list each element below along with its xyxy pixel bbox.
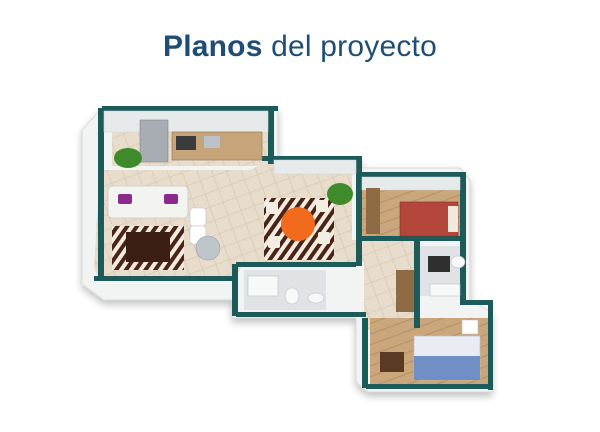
armchair-icon: [189, 207, 207, 227]
fridge-icon: [139, 119, 169, 163]
cushion-icon: [164, 194, 178, 204]
plant-icon: [114, 148, 142, 168]
shower-icon: [247, 275, 279, 297]
title-bold: Planos: [163, 30, 263, 63]
chair-icon: [318, 232, 330, 244]
sink-icon: [450, 255, 466, 269]
sink-icon: [307, 292, 325, 304]
cabinet-icon: [428, 256, 450, 272]
cushion-icon: [118, 194, 132, 204]
pillow-icon: [448, 206, 458, 232]
stove-icon: [176, 136, 196, 150]
coffee-table: [126, 232, 170, 262]
side-table-icon: [195, 235, 221, 261]
page-title: Planos del proyecto: [0, 30, 600, 64]
kitchen: [139, 119, 263, 163]
chair-icon: [316, 200, 328, 212]
bathroom-2: [428, 255, 466, 297]
dining-area: [264, 183, 353, 260]
sink-icon: [204, 136, 220, 148]
title-rest: del proyecto: [262, 30, 437, 63]
shower-icon: [429, 283, 461, 297]
walls: [94, 106, 493, 390]
bedroom-2: [380, 319, 481, 381]
bathroom-1: [247, 275, 325, 305]
dining-table-icon: [281, 207, 315, 241]
desk-icon: [380, 352, 404, 372]
plant-icon: [327, 183, 353, 205]
chair-icon: [266, 202, 278, 214]
wardrobe-icon: [366, 188, 380, 234]
nightstand-icon: [461, 319, 479, 335]
living-room: [107, 148, 221, 270]
closet-icon: [396, 270, 414, 312]
toilet-icon: [284, 287, 300, 305]
bedspread: [414, 356, 480, 380]
chair-icon: [268, 236, 280, 248]
bedroom-1: [366, 188, 459, 237]
